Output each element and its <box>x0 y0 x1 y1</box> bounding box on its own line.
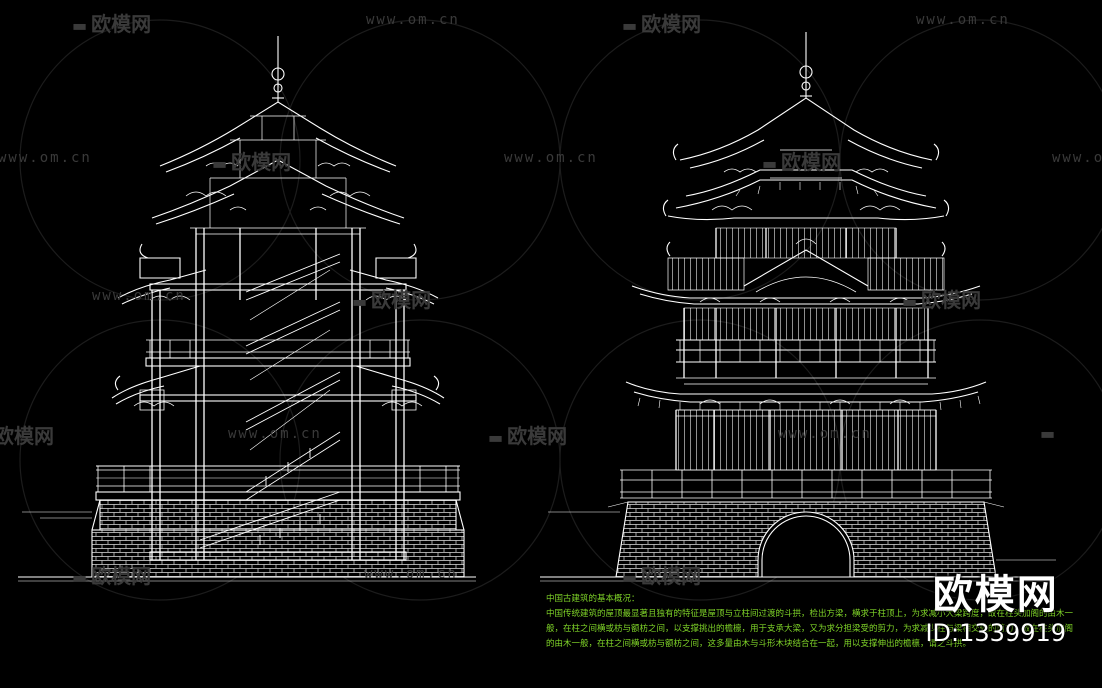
watermark-logo-text: 欧模网 <box>0 424 54 448</box>
watermark-logo: 欧模网 <box>0 420 54 449</box>
elevation-storey-3 <box>715 227 897 259</box>
drawing-notes: 中国古建筑的基本概况： 中国传统建筑的屋顶最显著且独有的特征是屋顶与立柱间过渡的… <box>546 592 1074 652</box>
elevation-railing-base <box>620 469 992 499</box>
section-base <box>91 499 465 578</box>
section-floors <box>95 283 461 561</box>
brand-name: 欧模网 <box>932 572 1059 618</box>
watermark-logo: ▬欧模网 <box>72 560 151 589</box>
watermark-logo: ▬ <box>1040 420 1059 444</box>
model-id: ID:1339919 <box>925 619 1066 647</box>
section-railing-mid <box>146 339 410 358</box>
watermark-logo-text: 欧模网 <box>781 150 842 174</box>
watermark-logo-text: 欧模网 <box>641 564 702 588</box>
watermark-logo: ▬欧模网 <box>622 560 701 589</box>
brand-badge: 欧模网 ID:1339919 <box>925 572 1066 648</box>
elevation-storey-1 <box>675 409 937 471</box>
watermark-url: www.om.cn <box>364 566 458 582</box>
watermark-logo-text: 欧模网 <box>921 288 982 312</box>
elevation-eave-middle <box>631 238 981 305</box>
section-roof <box>151 101 405 235</box>
watermark-logo-text: 欧模网 <box>371 288 432 312</box>
watermark-logo: ▬欧模网 <box>72 8 151 37</box>
watermark-url: www.om.cn <box>92 288 186 304</box>
watermark-logo: ▬欧模网 <box>902 284 981 313</box>
watermark-url: www.om.cn <box>366 12 460 28</box>
sofa-icon: ▬ <box>762 154 778 173</box>
elevation-eave-lower <box>625 377 987 411</box>
sofa-icon: ▬ <box>622 568 638 587</box>
watermark-logo: ▬欧模网 <box>352 284 431 313</box>
watermark-url: www.om.cn <box>228 426 322 442</box>
watermark-logo-text: 欧模网 <box>231 150 292 174</box>
watermark-logo-text: 欧模网 <box>91 564 152 588</box>
watermark-logo-text: 欧模网 <box>507 424 568 448</box>
sofa-icon: ▬ <box>622 16 638 35</box>
sofa-icon: ▬ <box>352 292 368 311</box>
watermark-logo-text: 欧模网 <box>91 12 152 36</box>
elevation-base <box>607 501 1005 578</box>
section-view <box>18 36 476 582</box>
notes-paragraph: 中国传统建筑的屋顶最显著且独有的特征是屋顶与立柱间过渡的斗拱，检出方梁，横求于柱… <box>546 609 1074 649</box>
elevation-view <box>540 32 1056 582</box>
sofa-icon: ▬ <box>212 154 228 173</box>
watermark-url: www.om.cn <box>1052 150 1102 166</box>
watermark-logo: ▬欧模网 <box>212 146 291 175</box>
section-railing-ground <box>96 466 460 492</box>
watermark-logo: ▬欧模网 <box>488 420 567 449</box>
elevation-finial <box>799 32 813 98</box>
elevation-storey-2 <box>676 307 936 378</box>
sofa-icon: ▬ <box>488 428 504 447</box>
watermark-logo-text: 欧模网 <box>641 12 702 36</box>
watermark-url: www.om.cn <box>778 426 872 442</box>
watermark-url: www.om.cn <box>916 12 1010 28</box>
section-stairs <box>199 253 341 549</box>
sofa-icon: ▬ <box>72 568 88 587</box>
notes-heading: 中国古建筑的基本概况： <box>546 594 640 604</box>
watermark-url: www.om.cn <box>0 150 92 166</box>
watermark-logo: ▬欧模网 <box>762 146 841 175</box>
watermark-url: www.om.cn <box>504 150 598 166</box>
sofa-icon: ▬ <box>902 292 918 311</box>
section-finial <box>271 36 285 102</box>
elevation-roof <box>662 97 950 221</box>
watermark-logo: ▬欧模网 <box>622 8 701 37</box>
sofa-icon: ▬ <box>1040 424 1056 443</box>
sofa-icon: ▬ <box>72 16 88 35</box>
section-eave-middle <box>117 243 439 305</box>
section-eave-lower <box>111 365 445 411</box>
